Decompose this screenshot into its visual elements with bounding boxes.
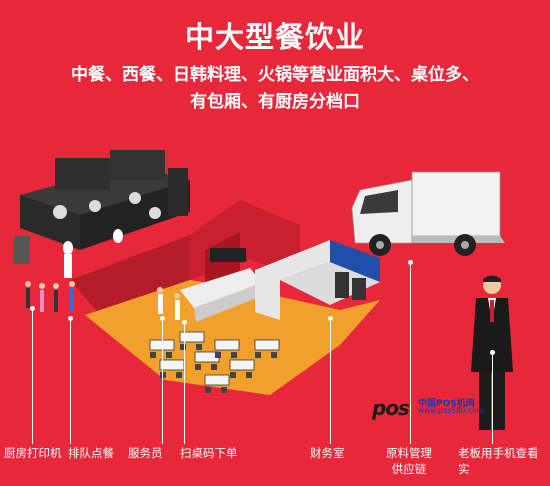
label-kitchen-printer: 厨房打印机 bbox=[4, 446, 62, 460]
callout-dot-finance bbox=[328, 316, 333, 321]
label-waiter: 服务员 bbox=[128, 446, 163, 460]
callout-line-supply bbox=[410, 262, 411, 444]
callout-dot-queue bbox=[68, 316, 73, 321]
finance-room-floor bbox=[280, 262, 380, 305]
callout-line-kitchen-printer bbox=[32, 308, 33, 444]
back-wall bbox=[70, 235, 190, 315]
business-owner-figure bbox=[471, 275, 513, 430]
label-supply-chain: 原料管理 供应链 bbox=[386, 446, 432, 476]
callout-line-queue bbox=[70, 318, 71, 444]
callout-line-waiter bbox=[162, 318, 163, 444]
callout-dot-scan bbox=[182, 320, 187, 325]
callout-dot-waiter bbox=[160, 316, 165, 321]
label-boss-line-1: 老板用手机查看 bbox=[458, 446, 539, 460]
finance-room-wall bbox=[255, 240, 330, 320]
callout-dot-kitchen-printer bbox=[30, 306, 35, 311]
page-subtitle: 中餐、西餐、日韩料理、火锅等营业面积大、桌位多、 有包厢、有厨房分档口 bbox=[0, 62, 550, 116]
label-boss-phone: 老板用手机查看 实 bbox=[458, 446, 539, 476]
subtitle-line-2: 有包厢、有厨房分档口 bbox=[190, 92, 360, 112]
label-queue-ordering: 排队点餐 bbox=[68, 446, 114, 460]
callout-line-scan bbox=[184, 322, 185, 444]
restaurant-illustration bbox=[14, 150, 513, 430]
watermark-brand: pos bbox=[372, 396, 410, 420]
callout-line-finance bbox=[330, 318, 331, 444]
callout-dot-boss bbox=[490, 350, 495, 355]
callout-dot-supply bbox=[408, 260, 413, 265]
label-supply-line-1: 原料管理 bbox=[386, 446, 432, 460]
watermark-url: www.pos580.com bbox=[418, 406, 485, 415]
label-boss-line-2: 实 bbox=[458, 462, 470, 476]
label-scan-order: 扫桌码下单 bbox=[180, 446, 238, 460]
watermark-site-name: 中国POS机网 bbox=[418, 399, 475, 409]
dining-chairs bbox=[150, 344, 277, 393]
subtitle-line-1: 中餐、西餐、日韩料理、火锅等营业面积大、桌位多、 bbox=[71, 65, 479, 85]
front-counter bbox=[180, 268, 262, 308]
label-supply-line-2: 供应链 bbox=[391, 462, 427, 476]
delivery-truck bbox=[351, 171, 505, 256]
callout-line-boss bbox=[492, 352, 493, 444]
page-title: 中大型餐饮业 bbox=[184, 20, 365, 54]
kitchen-area bbox=[14, 150, 190, 278]
customers bbox=[25, 281, 180, 320]
label-finance-room: 财务室 bbox=[310, 446, 345, 460]
watermark: pos 中国POS机网 www.pos580.com bbox=[372, 396, 512, 420]
